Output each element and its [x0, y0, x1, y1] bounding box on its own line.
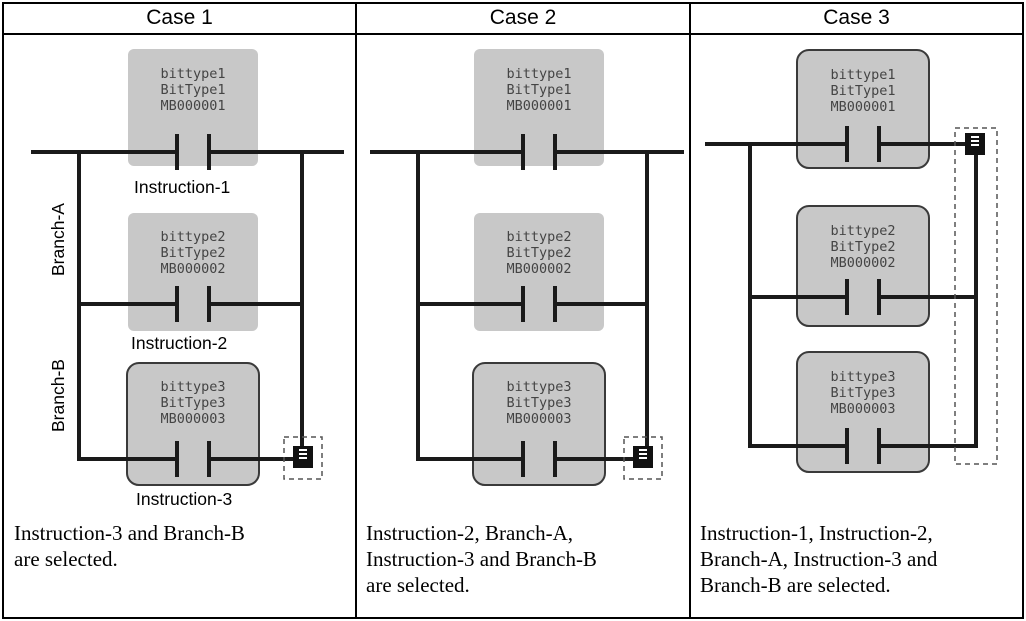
case-1-contact-2-box[interactable]	[128, 213, 258, 331]
case-1-caption: Instruction-3 and Branch-B are selected.	[14, 520, 245, 572]
case-1-contact-3-type: BitType3	[160, 395, 225, 411]
column-divider-2	[689, 2, 691, 619]
case-3-wires	[705, 142, 978, 448]
case-2-contact-2-type: BitType2	[506, 245, 571, 261]
case-3-caption-line: Branch-B are selected.	[700, 573, 891, 597]
case-2-contact-2-name: bittype2	[506, 229, 571, 245]
case-2-contact-3-symbol	[521, 441, 557, 477]
table-border-top	[2, 2, 1024, 4]
case-1-contact-1-address: MB000001	[160, 98, 225, 114]
case-1-diagram: bittype1 BitType1 MB000001 bittype2 BitT…	[31, 49, 344, 509]
case-2-contact-3-box[interactable]	[472, 362, 606, 486]
case-3-caption-line: Branch-A, Instruction-3 and	[700, 547, 938, 571]
case-1-contact-3-symbol	[175, 441, 211, 477]
case-3-diagram: bittype1 BitType1 MB000001 bittype2 BitT…	[705, 49, 998, 473]
case-2-caption-line: Instruction-2, Branch-A,	[366, 521, 574, 545]
case-2-wires	[370, 150, 684, 461]
instruction-2-label: Instruction-2	[131, 333, 227, 353]
case-2-contact-3-address: MB000003	[506, 411, 571, 427]
case-2-selection-outline	[623, 436, 663, 480]
case-1-contact-2-type: BitType2	[160, 245, 225, 261]
case-2-contact-1-type: BitType1	[506, 82, 571, 98]
case-3-contact-1-symbol	[845, 126, 881, 162]
case-3-selection-outline	[954, 127, 998, 465]
case-3-contact-3-symbol	[845, 428, 881, 464]
table-border-bottom	[2, 617, 1024, 619]
case-3-header: Case 3	[823, 6, 890, 29]
case-1-contact-1-symbol	[175, 134, 211, 170]
case-1-contact-1-type: BitType1	[160, 82, 225, 98]
case-1-caption-line: Instruction-3 and Branch-B	[14, 521, 245, 545]
case-1-header: Case 1	[146, 6, 213, 29]
case-3-contact-1-name: bittype1	[830, 67, 895, 83]
case-3-contact-1-type: BitType1	[830, 83, 895, 99]
case-1-contact-2-symbol	[175, 286, 211, 322]
case-2-caption-line: Instruction-3 and Branch-B	[366, 547, 597, 571]
case-3-contact-3-type: BitType3	[830, 385, 895, 401]
case-1-contact-2-name: bittype2	[160, 229, 225, 245]
case-3-contact-1-address: MB000001	[830, 99, 895, 115]
case-3-caption: Instruction-1, Instruction-2, Branch-A, …	[700, 520, 937, 598]
header-divider	[2, 33, 1024, 35]
case-1-selection-outline	[283, 436, 323, 480]
case-2-diagram: bittype1 BitType1 MB000001 bittype2 BitT…	[370, 49, 684, 486]
case-3-caption-line: Instruction-1, Instruction-2,	[700, 521, 933, 545]
table-border-left	[2, 2, 4, 619]
branch-b-label: Branch-B	[48, 359, 68, 432]
case-1-selection-handle-icon[interactable]	[293, 446, 313, 468]
case-2-selection-handle-icon[interactable]	[633, 446, 653, 468]
instruction-3-label: Instruction-3	[136, 489, 232, 509]
case-1-caption-line: are selected.	[14, 547, 118, 571]
case-2-header: Case 2	[489, 6, 557, 29]
case-2-contact-1-symbol	[521, 134, 557, 170]
case-2-caption: Instruction-2, Branch-A, Instruction-3 a…	[366, 520, 597, 598]
case-3-contact-3-box[interactable]	[796, 351, 930, 473]
case-2-contact-1-name: bittype1	[506, 66, 571, 82]
case-3-selection-handle-icon[interactable]	[965, 133, 985, 155]
case-2-contact-1-address: MB000001	[506, 98, 571, 114]
column-divider-1	[355, 2, 357, 619]
case-3-contact-2-name: bittype2	[830, 223, 895, 239]
case-3-contact-3-address: MB000003	[830, 401, 895, 417]
case-3-contact-2-address: MB000002	[830, 255, 895, 271]
case-2-contact-3-name: bittype3	[506, 379, 571, 395]
case-1-contact-1-name: bittype1	[160, 66, 225, 82]
case-2-contact-2-box[interactable]	[474, 213, 604, 331]
case-2-contact-2-symbol	[521, 286, 557, 322]
case-1-contact-3-address: MB000003	[160, 411, 225, 427]
case-1-wires	[31, 150, 344, 461]
case-3-contact-1-box[interactable]	[796, 49, 930, 169]
case-1-contact-3-name: bittype3	[160, 379, 225, 395]
table-border-right	[1022, 2, 1024, 619]
case-2-contact-1-box[interactable]	[474, 49, 604, 166]
case-1-contact-1-box[interactable]	[128, 49, 258, 166]
instruction-1-label: Instruction-1	[134, 177, 230, 197]
case-1-contact-3-box[interactable]	[126, 362, 260, 486]
branch-a-label: Branch-A	[48, 203, 68, 276]
case-3-contact-2-type: BitType2	[830, 239, 895, 255]
case-3-contact-2-symbol	[845, 279, 881, 315]
case-2-caption-line: are selected.	[366, 573, 470, 597]
case-1-contact-2-address: MB000002	[160, 261, 225, 277]
case-2-contact-3-type: BitType3	[506, 395, 571, 411]
case-3-contact-3-name: bittype3	[830, 369, 895, 385]
case-2-contact-2-address: MB000002	[506, 261, 571, 277]
